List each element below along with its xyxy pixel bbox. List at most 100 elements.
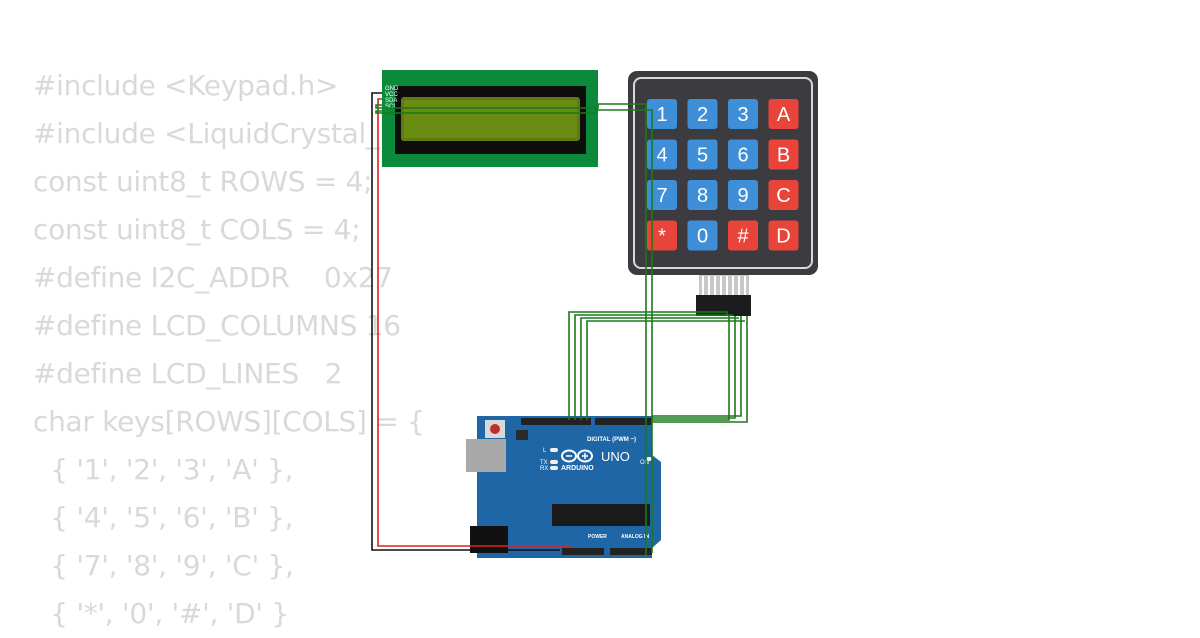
keypad-key-label: 6 — [737, 145, 748, 167]
code-line: #define I2C_ADDR 0x27 — [33, 261, 393, 294]
wire-keypad-5[interactable] — [652, 316, 730, 421]
keypad-key-face — [768, 180, 799, 210]
board-model-label: UNO — [601, 449, 630, 464]
wire-gnd[interactable] — [371, 92, 560, 551]
keypad-key-face — [768, 139, 799, 170]
keypad-key[interactable]: # — [728, 220, 758, 251]
wire-keypad-8[interactable] — [652, 316, 748, 423]
keypad-connector — [696, 295, 751, 316]
wire-keypad-6[interactable] — [652, 316, 736, 419]
keypad-key[interactable]: 6 — [728, 139, 758, 170]
arduino-uno-board[interactable]: L TX RX ON UNO ARDUINO DIGITAL (PWM ~) P… — [466, 416, 661, 558]
keypad-key-label: # — [737, 226, 749, 248]
keypad-key-face — [647, 220, 677, 251]
keypad-key-label: 4 — [656, 145, 667, 167]
keypad-key-face — [687, 99, 718, 129]
on-label: ON — [640, 460, 649, 466]
header-top-left — [521, 418, 591, 425]
wire-vcc[interactable] — [377, 98, 572, 547]
keypad-key-label: 3 — [737, 104, 748, 126]
keypad-border — [633, 77, 813, 269]
keypad-key-label: 9 — [737, 185, 748, 207]
keypad-key-face — [768, 99, 799, 129]
keypad-key-face — [647, 99, 677, 129]
lcd-display[interactable]: GND VCC SDA SCL — [382, 70, 598, 167]
header-power — [562, 548, 604, 555]
code-line: { '1', '2', '3', 'A' }, — [33, 453, 294, 486]
wire-sda[interactable] — [375, 103, 647, 555]
keypad-key-face — [687, 139, 718, 170]
arduino-logo-icon — [561, 449, 593, 463]
keypad-key[interactable]: 8 — [687, 180, 718, 210]
board-brand-label: ARDUINO — [561, 465, 594, 472]
keypad-key-label: 7 — [656, 185, 667, 207]
keypad-key-face — [687, 180, 718, 210]
lcd-pin-sda: SDA — [385, 98, 397, 104]
led-tx-label: TX — [540, 460, 548, 466]
keypad-key[interactable]: 7 — [647, 180, 677, 210]
keypad-key[interactable]: D — [768, 220, 799, 251]
keypad-key-face — [728, 139, 758, 170]
led-on — [646, 457, 652, 461]
wire-keypad-4[interactable] — [586, 320, 745, 420]
keypad-key[interactable]: A — [768, 99, 799, 129]
lcd-screen-inner — [404, 100, 577, 138]
code-line: #define LCD_COLUMNS 16 — [33, 309, 401, 342]
code-line: { '*', '0', '#', 'D' } — [33, 597, 289, 630]
keypad-key-face — [728, 180, 758, 210]
wire-keypad-1[interactable] — [568, 311, 728, 420]
keypad-key-label: 1 — [656, 104, 667, 126]
keypad-key-label: 8 — [697, 185, 708, 207]
keypad-key[interactable]: 4 — [647, 139, 677, 170]
wire-keypad-2[interactable] — [574, 314, 733, 420]
keypad-key[interactable]: 2 — [687, 99, 718, 129]
wire-scl[interactable] — [375, 109, 653, 553]
usb-port — [466, 439, 506, 472]
code-line: #define LCD_LINES 2 — [33, 357, 343, 390]
keypad-key-label: * — [658, 226, 666, 248]
reset-button-cap — [490, 424, 500, 434]
keypad-key-face — [647, 180, 677, 210]
header-analog — [610, 548, 652, 555]
keypad-key-label: B — [777, 145, 790, 167]
keypad-key-label: 0 — [697, 226, 708, 248]
keypad-key-label: C — [776, 185, 790, 207]
led-rx — [550, 466, 558, 470]
keypad-key-label: 5 — [697, 145, 708, 167]
header-top-right — [595, 418, 652, 425]
keypad-key-face — [768, 220, 799, 251]
keypad-key-face — [728, 220, 758, 251]
code-line: #include <Keypad.h> — [33, 69, 339, 102]
keypad-key-face — [728, 99, 758, 129]
wires — [371, 92, 748, 555]
code-line: char keys[ROWS][COLS] = { — [33, 405, 425, 438]
keypad-key-label: A — [777, 104, 791, 126]
analog-header-label: ANALOG IN — [621, 534, 649, 540]
led-tx — [550, 460, 558, 464]
power-jack — [470, 526, 508, 553]
keypad-key[interactable]: 5 — [687, 139, 718, 170]
keypad-key[interactable]: * — [647, 220, 677, 251]
keypad-key[interactable]: 1 — [647, 99, 677, 129]
keypad-key-face — [687, 220, 718, 251]
led-rx-label: RX — [540, 466, 548, 472]
wire-keypad-3[interactable] — [580, 317, 739, 420]
lcd-pin-labels: GND VCC SDA SCL — [385, 86, 399, 110]
wire-keypad-7[interactable] — [652, 316, 742, 417]
digital-header-label: DIGITAL (PWM ~) — [587, 437, 636, 443]
code-line: const uint8_t ROWS = 4; — [33, 165, 373, 198]
code-line: { '4', '5', '6', 'B' }, — [33, 501, 294, 534]
keypad-key[interactable]: 9 — [728, 180, 758, 210]
keypad-key[interactable]: B — [768, 139, 799, 170]
led-l — [550, 448, 558, 452]
lcd-pin-gnd: GND — [385, 86, 399, 92]
power-header-label: POWER — [588, 534, 607, 540]
keypad-key[interactable]: C — [768, 180, 799, 210]
keypad-key[interactable]: 3 — [728, 99, 758, 129]
code-line: const uint8_t COLS = 4; — [33, 213, 361, 246]
keypad-key[interactable]: 0 — [687, 220, 718, 251]
lcd-pin-vcc: VCC — [385, 92, 398, 98]
